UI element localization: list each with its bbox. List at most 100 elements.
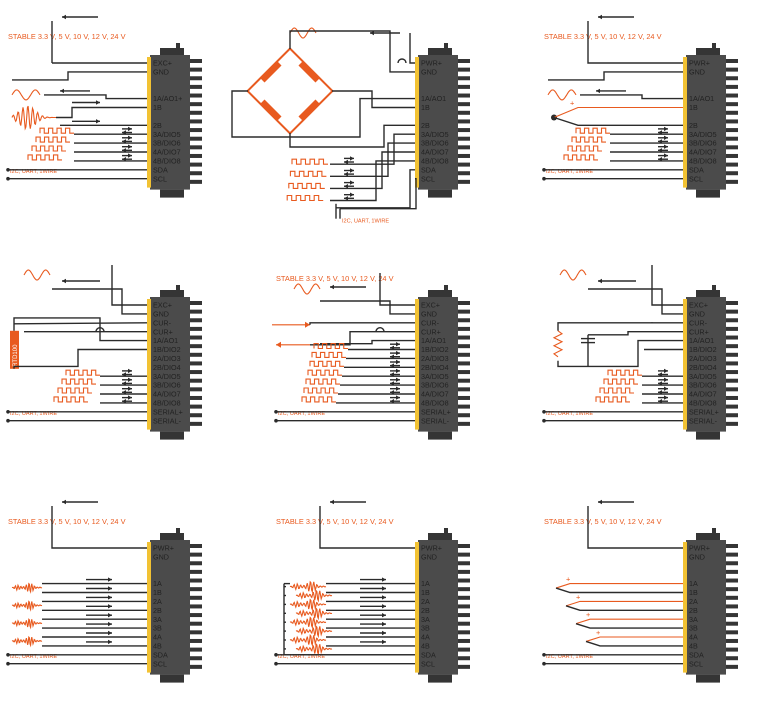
connector-body — [150, 297, 190, 432]
square-wave-icon — [286, 194, 324, 202]
arrow-left-icon — [344, 196, 348, 201]
pin-label: 1B — [421, 103, 430, 112]
terminal-dot — [542, 661, 546, 666]
connector-pin — [726, 335, 738, 340]
wire-crossing-icon — [397, 58, 407, 64]
wire — [56, 106, 147, 119]
connector-pin — [458, 621, 470, 626]
connector-pin — [458, 552, 470, 557]
arrow-left-icon — [658, 390, 662, 395]
arrow-right-icon — [96, 119, 100, 124]
connector-pin — [458, 421, 470, 426]
pin-label: PWR+ — [689, 544, 710, 553]
connector-pin — [726, 145, 738, 150]
wire — [309, 322, 415, 325]
wire — [587, 21, 683, 64]
pin-label: 2B — [153, 606, 162, 615]
connector-pin — [458, 413, 470, 418]
pin-label: 4B/DIO8 — [689, 157, 717, 166]
pin-label: 4B/DIO8 — [153, 157, 181, 166]
thermocouple-lead — [555, 583, 683, 589]
bus-protocol-label: I2C, UART, 1WIRE — [546, 411, 593, 417]
supply-voltage-label: STABLE 3.3 V, 5 V, 10 V, 12 V, 24 V — [544, 517, 662, 526]
connector-pin — [190, 656, 202, 661]
connector-flange — [428, 189, 452, 198]
connector-pin — [190, 569, 202, 574]
connector-pin — [726, 352, 738, 357]
connector-pin — [458, 162, 470, 167]
noise-burst-icon — [295, 607, 333, 621]
pin-label: CUR+ — [421, 327, 441, 336]
arrow-right-icon — [108, 630, 112, 636]
noise-burst-icon — [289, 616, 327, 630]
pin-label: 1A/AO1 — [421, 336, 446, 345]
pin-label: PWR+ — [689, 59, 710, 68]
square-wave-icon — [313, 342, 348, 350]
connector-pin — [190, 404, 202, 409]
terminal-dot — [6, 410, 10, 414]
wire — [13, 322, 148, 325]
bus-protocol-label: I2C, UART, 1WIRE — [10, 654, 57, 660]
arrow-left-icon — [344, 159, 348, 165]
connector-pin — [458, 569, 470, 574]
connector-pin-strip — [147, 57, 151, 188]
noise-burst-icon — [289, 598, 327, 612]
square-wave-icon — [563, 154, 598, 161]
connector-pin — [190, 93, 202, 98]
connector-pin — [726, 361, 738, 366]
arrow-right-icon — [108, 577, 112, 582]
wire — [588, 288, 683, 315]
arrow-right-icon — [382, 595, 386, 600]
connector-pin — [726, 395, 738, 400]
square-wave-icon — [65, 369, 100, 376]
pin-label: 3B/DIO6 — [421, 381, 449, 390]
arrow-left-icon — [658, 372, 662, 377]
panel-p4: EXC+GNDCUR-CUR+1A/AO11B/DIO22A/DIO32B/DI… — [6, 265, 202, 440]
thermocouple-lead — [565, 600, 683, 607]
arrow-left-icon — [344, 184, 348, 189]
arrow-left-icon — [122, 372, 126, 377]
pin-label: SERIAL- — [689, 416, 718, 425]
pin-label: SDA — [421, 165, 436, 174]
connector-pin — [458, 179, 470, 184]
pin-label: CUR- — [421, 318, 440, 327]
pin-label: PWR+ — [421, 59, 442, 68]
arrow-right-icon — [128, 386, 132, 391]
arrow-right-icon — [350, 168, 354, 173]
wire — [289, 30, 415, 73]
connector-pin — [458, 301, 470, 305]
connector-pin — [190, 102, 202, 107]
connector-pin — [458, 136, 470, 141]
arrow-left-icon — [276, 341, 281, 348]
bus-protocol-label: I2C, UART, 1WIRE — [546, 169, 593, 175]
connector-pin-strip — [147, 542, 151, 673]
rtd-sensor-icon — [10, 330, 19, 369]
pin-label: 1B — [421, 588, 430, 597]
connector-flange — [696, 431, 720, 440]
connector-pin — [458, 561, 470, 566]
resistor-element — [298, 61, 320, 83]
square-wave-icon — [307, 369, 342, 376]
connector-pin — [190, 335, 202, 340]
wire — [330, 151, 415, 190]
square-wave-icon — [311, 351, 346, 358]
pin-label: 4A/DIO7 — [421, 390, 449, 399]
connector-flange — [160, 290, 184, 297]
pin-label: 1B — [153, 588, 162, 597]
polarity-mark: + — [586, 610, 590, 619]
connector-pin — [190, 647, 202, 652]
square-wave-icon — [595, 396, 630, 403]
panel-p3: PWR+GND1A/AO11B2B3A/DIO53B/DIO64A/DIO74B… — [542, 14, 738, 198]
connector-pin — [458, 110, 470, 115]
wire — [332, 90, 415, 109]
connector-flange — [428, 533, 452, 540]
noise-burst-icon — [295, 642, 333, 657]
connector-pin — [190, 171, 202, 176]
arrow-right-icon — [128, 126, 132, 132]
connector-pin — [190, 352, 202, 357]
arrow-left-icon — [122, 139, 126, 144]
pin-label: PWR+ — [153, 544, 174, 553]
pin-label: 3A/DIO5 — [153, 372, 181, 381]
terminal-dot — [6, 418, 10, 423]
